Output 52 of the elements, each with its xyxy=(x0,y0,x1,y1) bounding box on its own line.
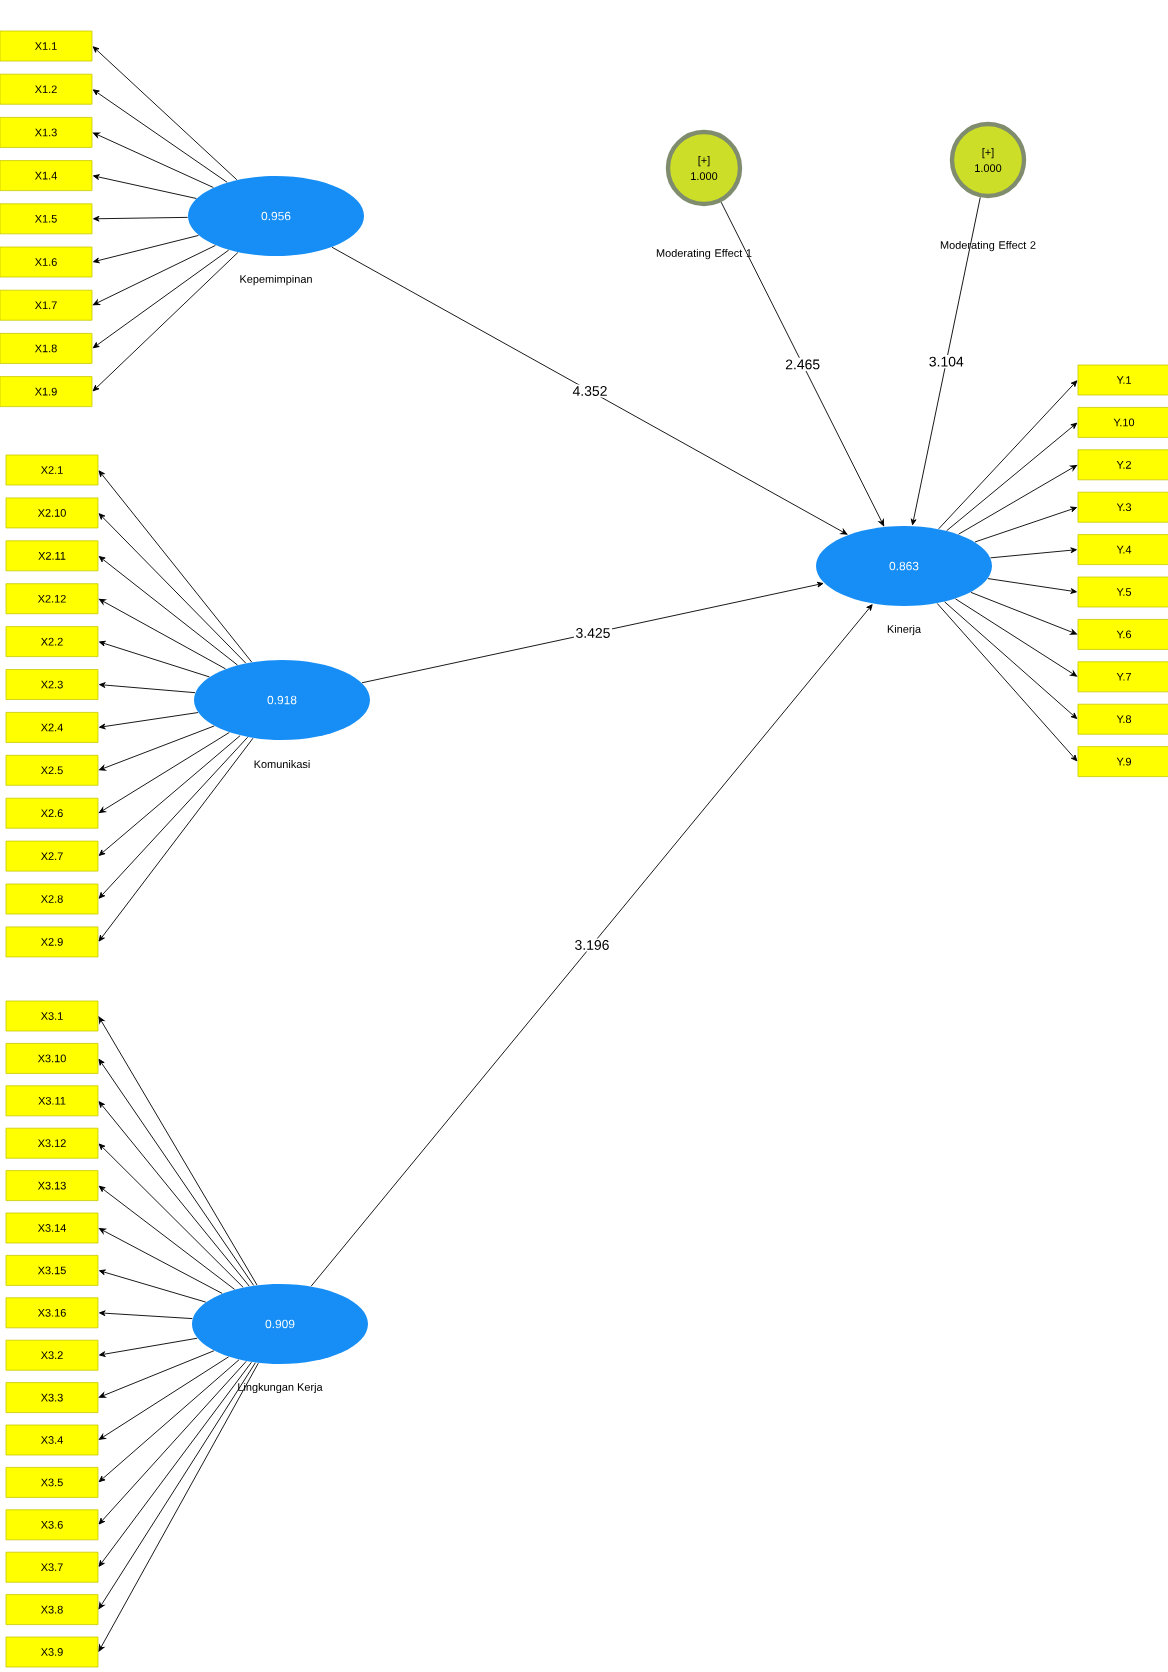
arrow xyxy=(936,603,1078,762)
arrow xyxy=(93,235,199,264)
arrow xyxy=(92,249,230,349)
arrow xyxy=(990,547,1077,559)
arrow xyxy=(98,1185,235,1290)
arrow xyxy=(720,201,885,527)
arrow xyxy=(99,1310,193,1320)
arrow xyxy=(98,513,247,664)
arrow xyxy=(98,732,230,814)
arrow xyxy=(98,1362,256,1610)
arrow xyxy=(92,132,214,188)
arrow xyxy=(98,598,227,670)
arrow xyxy=(98,1016,258,1286)
arrow xyxy=(944,601,1078,719)
arrow xyxy=(98,1101,250,1287)
arrow xyxy=(98,1228,223,1294)
arrow xyxy=(98,1356,229,1440)
arrow xyxy=(93,174,197,199)
arrow xyxy=(99,1337,198,1357)
arrow xyxy=(99,640,210,678)
arrow xyxy=(98,1058,255,1286)
arrow xyxy=(98,737,254,942)
arrow xyxy=(938,380,1078,530)
arrow xyxy=(361,581,824,684)
arrow xyxy=(99,1350,215,1398)
arrow xyxy=(974,506,1077,543)
arrow xyxy=(92,252,239,392)
arrow xyxy=(99,712,199,730)
arrow xyxy=(958,464,1078,535)
arrow xyxy=(955,598,1078,677)
arrow xyxy=(92,245,216,306)
arrow xyxy=(92,46,238,181)
arrow xyxy=(93,215,189,222)
arrow xyxy=(99,1269,207,1303)
arrow xyxy=(98,1143,244,1288)
arrow xyxy=(98,1360,247,1525)
arrow xyxy=(946,422,1078,532)
arrow xyxy=(310,604,873,1287)
arrow xyxy=(970,591,1077,635)
arrow xyxy=(92,89,228,183)
arrow xyxy=(99,725,215,771)
arrow xyxy=(98,470,253,663)
arrow xyxy=(910,196,981,526)
arrow xyxy=(98,1361,252,1567)
arrow xyxy=(987,578,1077,594)
arrow xyxy=(98,556,238,666)
arrow xyxy=(98,1359,240,1483)
arrow xyxy=(99,682,196,694)
arrow xyxy=(98,736,249,899)
arrow xyxy=(98,735,241,856)
arrow xyxy=(331,246,848,535)
arrow xyxy=(98,1362,259,1652)
